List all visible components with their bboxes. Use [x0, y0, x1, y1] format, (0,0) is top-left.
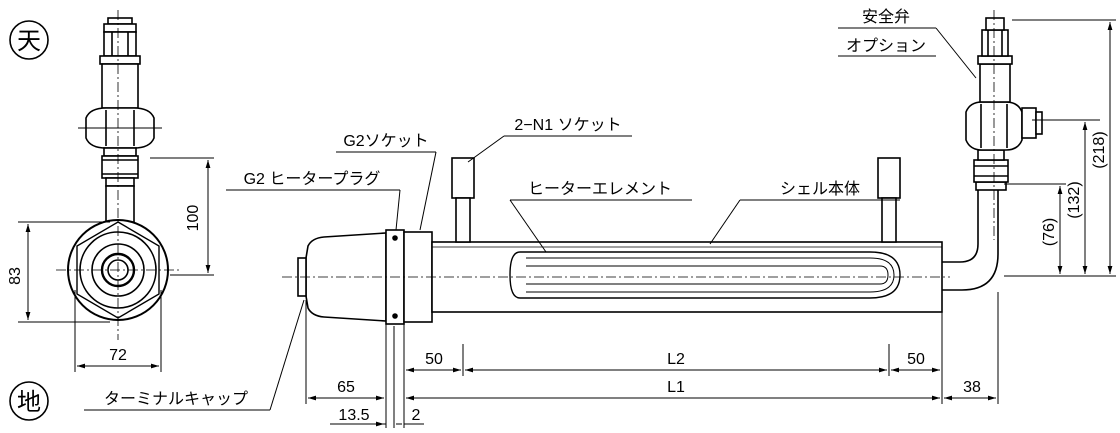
dim-100: 100 — [185, 205, 202, 232]
dim-L2: L2 — [667, 351, 685, 368]
label-safety-valve: 安全弁 — [862, 8, 910, 26]
label-option: オプション — [846, 37, 926, 55]
label-heater-element: ヒーターエレメント — [528, 180, 672, 198]
label-terminal-cap: ターミナルキャップ — [104, 390, 248, 408]
bottom-symbol: 地 — [9, 381, 49, 421]
bottom-symbol-text: 地 — [17, 388, 41, 416]
dim-50-right: 50 — [907, 351, 925, 368]
dim-132: (132) — [1066, 181, 1083, 218]
dim-50-left: 50 — [425, 351, 443, 368]
dim-65: 65 — [337, 379, 355, 396]
label-g2-socket: G2ソケット — [343, 132, 428, 150]
callout-leaders — [84, 27, 977, 411]
label-heater-plug: G2 ヒータープラグ — [244, 170, 381, 188]
label-shell-body: シェル本体 — [780, 180, 860, 198]
dim-76: (76) — [1041, 218, 1058, 246]
side-view — [282, 10, 1043, 325]
end-view — [56, 10, 180, 340]
side-view-dimensions — [305, 19, 1116, 428]
dim-72: 72 — [109, 347, 127, 364]
dim-83: 83 — [7, 267, 24, 285]
dim-13-5: 13.5 — [338, 407, 369, 424]
dim-218: (218) — [1091, 131, 1108, 168]
dim-L1: L1 — [667, 379, 685, 396]
end-view-dimensions — [18, 157, 214, 372]
top-symbol-text: 天 — [17, 27, 41, 55]
dim-2: 2 — [412, 407, 421, 424]
top-symbol: 天 — [9, 20, 49, 60]
dim-38: 38 — [963, 379, 981, 396]
label-n1-socket: 2−N1 ソケット — [514, 116, 621, 134]
